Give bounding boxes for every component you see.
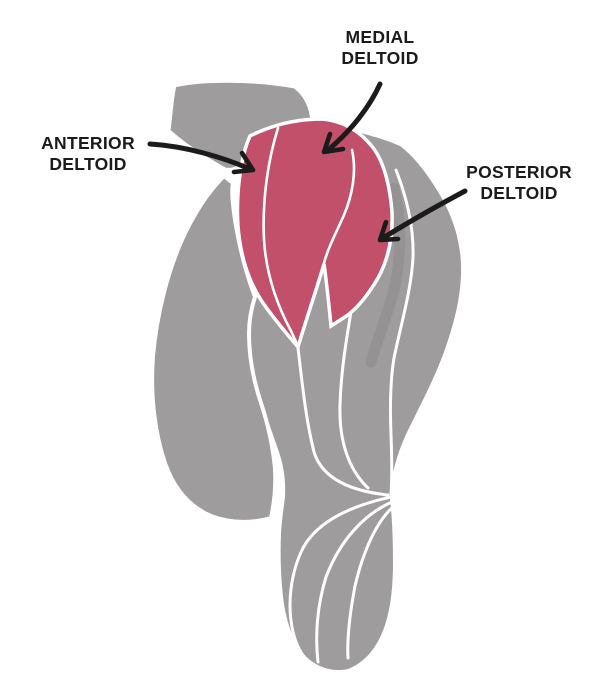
anterior-medial-divide-line [262, 126, 299, 346]
anterior-deltoid-label-line1: ANTERIOR [41, 133, 135, 153]
posterior-deltoid-label: POSTERIOR DELTOID [466, 162, 572, 203]
annotation-arrows [147, 81, 468, 243]
shoulder-shading [365, 182, 406, 368]
anterior-deltoid-label: ANTERIOR DELTOID [41, 133, 135, 174]
medial-deltoid-label-line1: MEDIAL [346, 27, 415, 47]
back-arm-line [388, 168, 415, 496]
medial-arrowhead [321, 131, 346, 155]
biceps-line [296, 346, 390, 497]
anterior-deltoid-label-line2: DELTOID [49, 154, 126, 174]
posterior-deltoid-label-line2: DELTOID [480, 183, 557, 203]
forearm-line-2 [315, 500, 394, 664]
medial-deltoid-label: MEDIAL DELTOID [341, 27, 418, 68]
anterior-arrow [147, 141, 253, 172]
posterior-deltoid-label-line1: POSTERIOR [466, 162, 572, 182]
posterior-arrowhead [377, 219, 401, 243]
chest-silhouette [150, 173, 278, 524]
medial-deltoid-label-line2: DELTOID [341, 48, 418, 68]
forearm-line-1 [288, 495, 393, 662]
triceps-line [338, 298, 370, 490]
posterior-arrow [380, 188, 468, 241]
anterior-arrowhead [231, 150, 256, 175]
forearm-line-3 [346, 505, 395, 660]
medial-posterior-divide-line [322, 148, 356, 265]
medial-arrow [325, 81, 383, 153]
